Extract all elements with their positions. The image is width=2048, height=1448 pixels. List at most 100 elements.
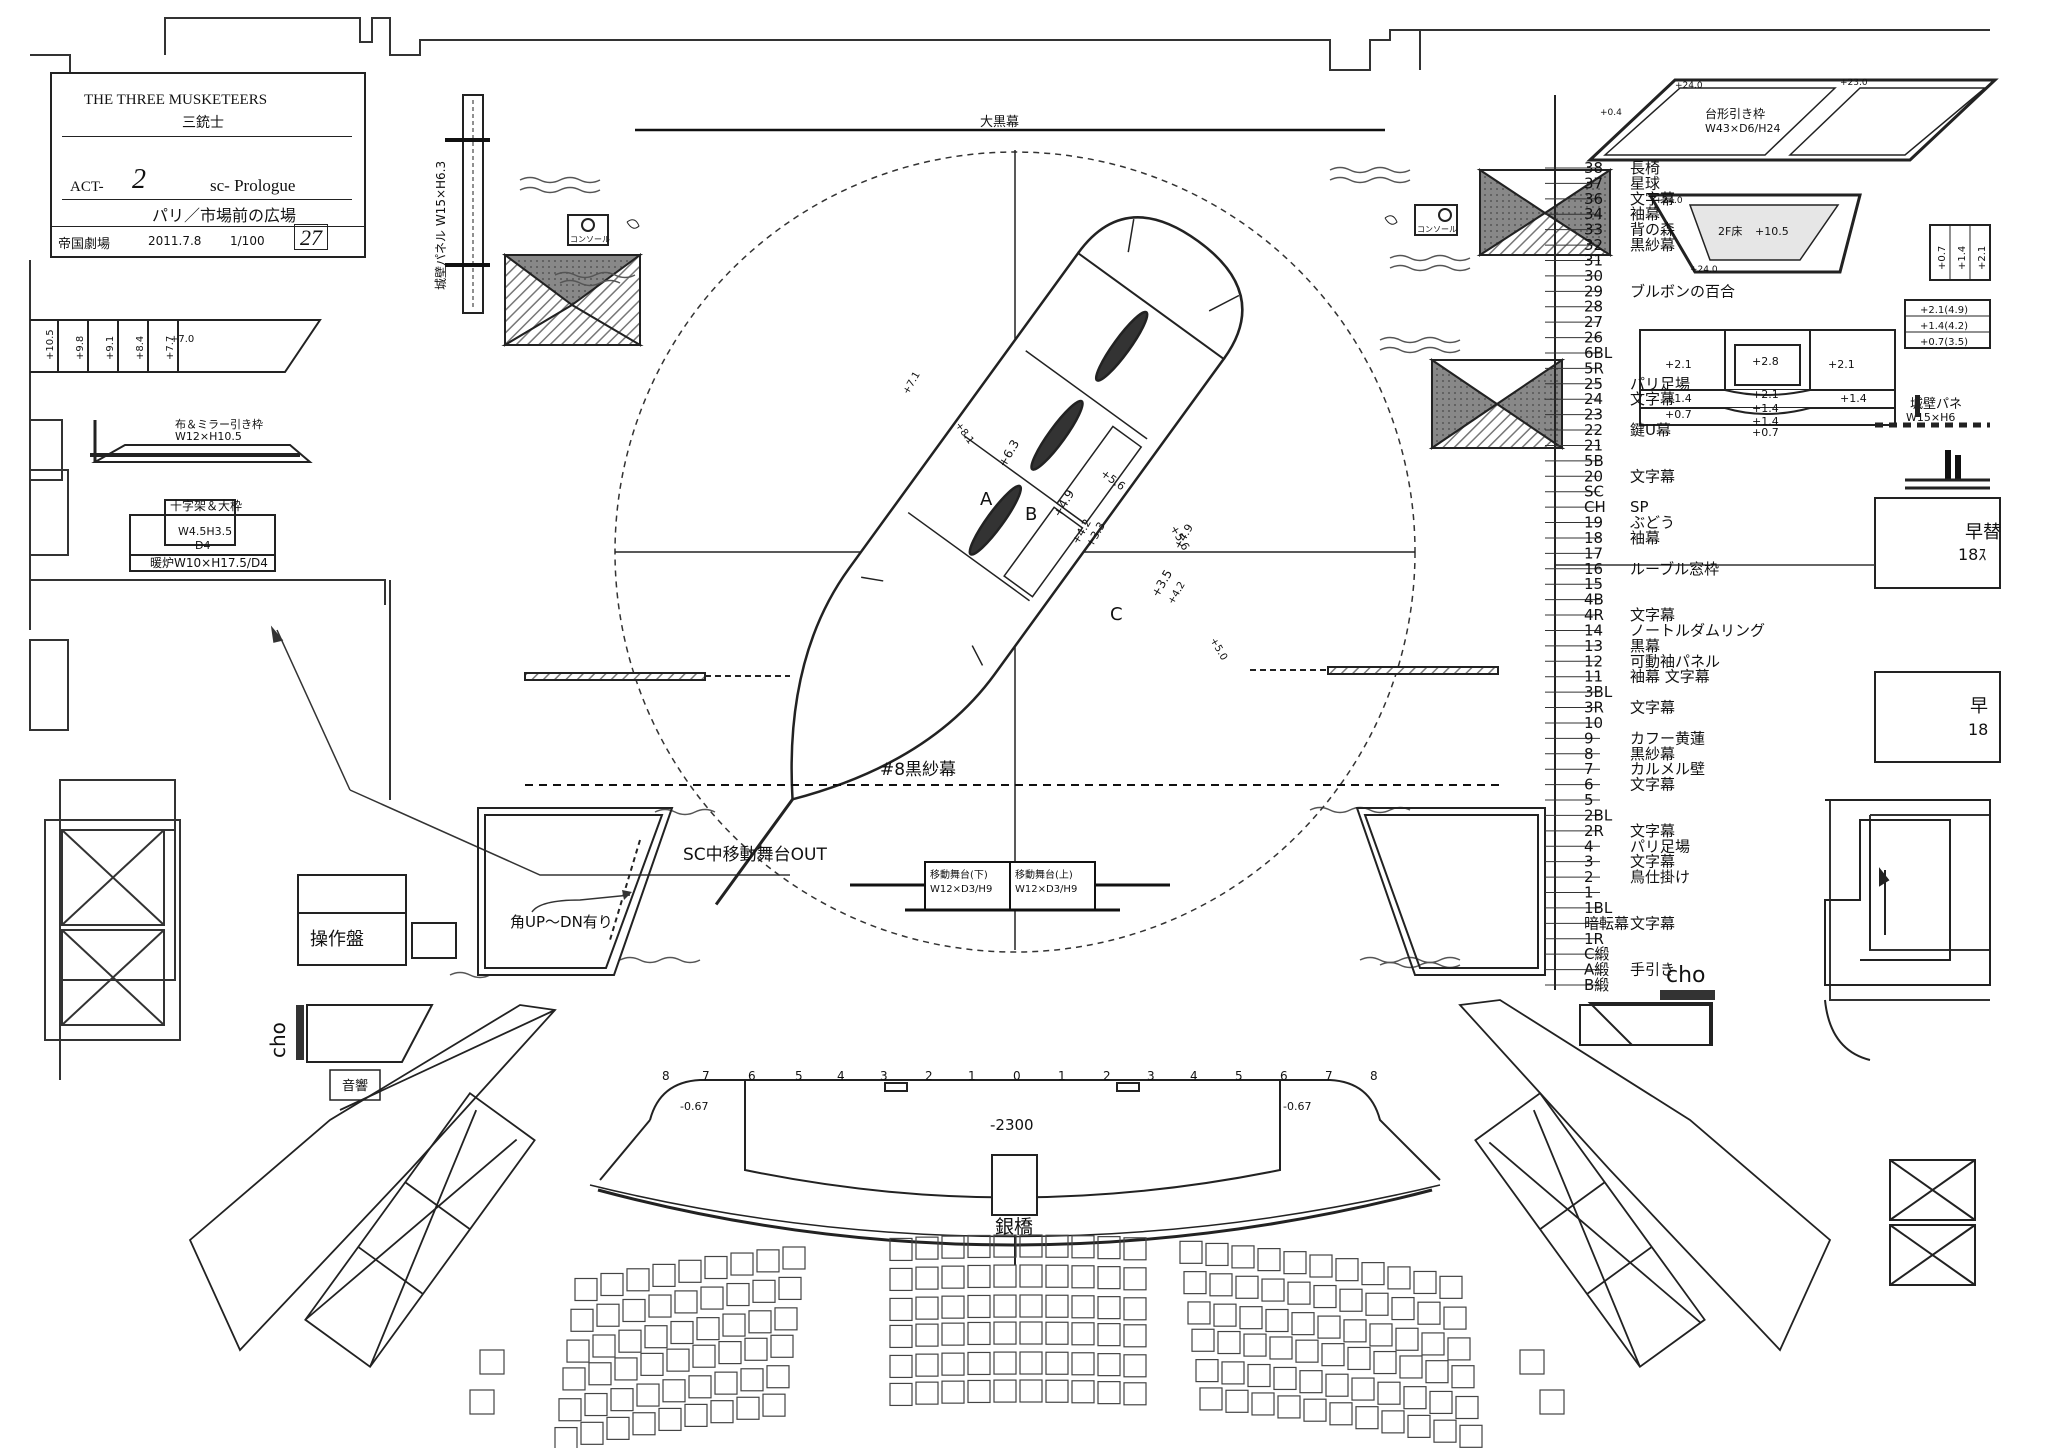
- svg-text:台形引き枠: 台形引き枠: [1705, 106, 1765, 121]
- fly-rail-piece: 手引き: [1630, 961, 1675, 979]
- seat: [889, 1324, 913, 1349]
- seat: [1287, 1281, 1311, 1305]
- seat: [915, 1296, 939, 1320]
- svg-text:+5.0: +5.0: [1207, 636, 1229, 663]
- seat: [1183, 1271, 1207, 1295]
- seat: [762, 1393, 786, 1417]
- seat: [967, 1294, 991, 1319]
- seat: [1539, 1389, 1565, 1415]
- seat: [718, 1340, 742, 1365]
- seat: [1421, 1332, 1445, 1356]
- fly-rail-number: 4B: [1584, 591, 1604, 609]
- fly-rail-number: 12: [1584, 652, 1603, 670]
- svg-text:A: A: [980, 489, 993, 510]
- seat: [610, 1388, 634, 1412]
- svg-text:cho: cho: [1666, 963, 1706, 988]
- production-title: THE THREE MUSKETEERS: [84, 92, 268, 108]
- seat: [1347, 1346, 1371, 1371]
- pit-number: 4: [1190, 1069, 1198, 1083]
- seat: [1045, 1321, 1069, 1345]
- seat: [1459, 1424, 1483, 1448]
- production-title-ja: 三銃士: [182, 115, 224, 131]
- seat: [915, 1236, 939, 1260]
- svg-text:+1.4: +1.4: [1957, 246, 1968, 270]
- wing-wagon-left: [477, 807, 674, 976]
- fly-rail-number: 4R: [1584, 606, 1604, 624]
- fly-rail-number: 2BL: [1584, 806, 1613, 824]
- svg-text:布＆ミラー引き枠: 布＆ミラー引き枠: [175, 417, 263, 431]
- seat: [1071, 1235, 1095, 1259]
- fly-rail-piece: ブルボンの百合: [1630, 282, 1735, 300]
- fly-rail-number: 11: [1584, 668, 1603, 686]
- fly-rail-piece: 文字幕: [1630, 853, 1675, 871]
- seat: [1381, 1410, 1405, 1434]
- svg-text:暖炉W10×H17.5/D4: 暖炉W10×H17.5/D4: [150, 556, 268, 570]
- svg-text:角UP～DN有り: 角UP～DN有り: [510, 913, 613, 931]
- seat: [618, 1329, 642, 1353]
- seat: [714, 1371, 738, 1395]
- left-wall-boxes: [29, 419, 391, 800]
- fly-rail-piece: 文字幕: [1630, 467, 1675, 485]
- seat: [596, 1303, 620, 1327]
- seat: [722, 1313, 746, 1337]
- fly-rail-piece: 背の森: [1630, 221, 1675, 239]
- fly-rail-number: 28: [1584, 298, 1603, 316]
- fly-rail-number: 5B: [1584, 452, 1604, 470]
- seat: [1335, 1258, 1359, 1282]
- seat: [1283, 1251, 1307, 1275]
- svg-text:+2.1: +2.1: [1665, 358, 1692, 371]
- svg-text:+10.5: +10.5: [1755, 225, 1789, 238]
- fly-rail-number: 38: [1584, 159, 1603, 177]
- seat: [636, 1383, 660, 1407]
- svg-text:B: B: [1025, 504, 1037, 525]
- underline-1: [62, 136, 352, 137]
- fly-rail-piece: 鍵U幕: [1630, 421, 1671, 439]
- fly-rail-piece: 可動袖パネル: [1630, 652, 1720, 670]
- seat: [1097, 1236, 1121, 1260]
- fly-rail-piece: 黒紗幕: [1630, 236, 1675, 254]
- fly-rail-piece: 文字幕: [1630, 390, 1675, 408]
- fly-rail-number: 6: [1584, 776, 1594, 794]
- seat: [1299, 1370, 1323, 1394]
- corner-updn: 角UP～DN有り: [510, 890, 632, 931]
- seat: [748, 1310, 772, 1334]
- seat: [1097, 1296, 1121, 1320]
- seat: [1395, 1327, 1419, 1351]
- fly-rail-number: 34: [1584, 205, 1603, 223]
- fly-rail-number: 5: [1584, 791, 1594, 809]
- svg-text:cho: cho: [266, 1022, 290, 1058]
- scene-title: パリ／市場前の広場: [152, 206, 297, 225]
- seat: [670, 1320, 694, 1345]
- seat: [1071, 1352, 1095, 1376]
- svg-text:-2300: -2300: [990, 1116, 1034, 1134]
- svg-text:W4.5H3.5: W4.5H3.5: [178, 525, 232, 538]
- seat: [1247, 1363, 1271, 1388]
- svg-text:-0.67: -0.67: [680, 1100, 708, 1113]
- seat: [778, 1276, 802, 1301]
- svg-text:+7.7: +7.7: [165, 336, 176, 360]
- seat: [1429, 1390, 1453, 1415]
- pit-number: 2: [1103, 1069, 1111, 1083]
- seat: [889, 1267, 913, 1292]
- fly-rail-piece: 文字幕: [1630, 606, 1675, 624]
- orchestra-pit: [589, 1079, 1441, 1265]
- seat: [993, 1264, 1017, 1288]
- underline-3: [52, 226, 364, 227]
- fly-rail-number: 3: [1584, 853, 1594, 871]
- seat: [1195, 1358, 1219, 1383]
- operation-panel: 操作盤: [297, 874, 457, 966]
- seat: [1213, 1303, 1237, 1327]
- seat: [770, 1334, 794, 1358]
- svg-text:2F床: 2F床: [1718, 224, 1742, 238]
- fly-rail-number: 31: [1584, 251, 1603, 269]
- seat: [696, 1317, 720, 1341]
- svg-text:+24.0: +24.0: [1690, 265, 1718, 275]
- svg-text:+23.0: +23.0: [1840, 78, 1868, 88]
- fly-rail-number: 21: [1584, 436, 1603, 454]
- seat: [700, 1286, 724, 1310]
- svg-text:+2.1: +2.1: [1752, 388, 1779, 401]
- seat: [1221, 1361, 1245, 1385]
- seat: [1097, 1381, 1121, 1405]
- seat: [658, 1407, 682, 1432]
- pit-number: 6: [1280, 1069, 1288, 1083]
